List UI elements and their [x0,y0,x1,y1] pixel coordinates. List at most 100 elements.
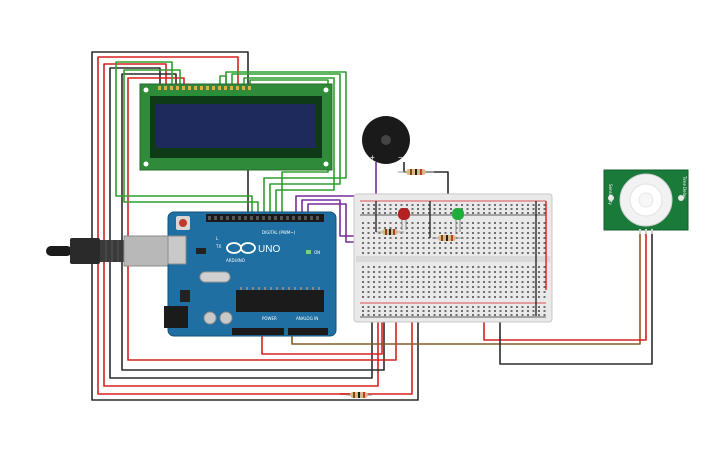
breadboard-hole[interactable] [527,252,529,254]
breadboard-hole[interactable] [373,306,375,308]
breadboard-hole[interactable] [483,310,485,312]
breadboard-hole[interactable] [472,314,474,316]
breadboard-hole[interactable] [477,286,480,288]
breadboard-hole[interactable] [400,266,403,268]
breadboard-hole[interactable] [428,281,430,283]
breadboard-hole[interactable] [527,266,529,268]
breadboard-hole[interactable] [516,242,518,244]
breadboard-hole[interactable] [411,314,414,316]
breadboard-hole[interactable] [499,237,502,239]
breadboard-hole[interactable] [461,271,463,273]
breadboard-hole[interactable] [516,232,518,234]
breadboard-hole[interactable] [494,232,496,234]
breadboard-hole[interactable] [466,252,469,254]
breadboard-hole[interactable] [373,212,375,214]
breadboard-hole[interactable] [395,291,397,293]
breadboard-hole[interactable] [472,204,474,206]
breadboard-hole[interactable] [433,266,436,268]
breadboard-hole[interactable] [444,252,447,254]
breadboard-hole[interactable] [400,306,403,308]
breadboard-hole[interactable] [499,276,502,278]
breadboard-hole[interactable] [395,252,397,254]
breadboard-hole[interactable] [483,271,485,273]
breadboard-hole[interactable] [395,271,397,273]
breadboard-hole[interactable] [505,242,507,244]
breadboard-hole[interactable] [516,271,518,273]
breadboard-hole[interactable] [389,271,392,273]
breadboard-hole[interactable] [450,242,452,244]
breadboard-hole[interactable] [384,281,386,283]
breadboard-hole[interactable] [406,247,408,249]
breadboard-hole[interactable] [367,291,370,293]
breadboard-hole[interactable] [406,232,408,234]
breadboard-hole[interactable] [395,286,397,288]
breadboard-hole[interactable] [461,222,463,224]
breadboard-hole[interactable] [400,310,403,312]
breadboard-hole[interactable] [455,276,458,278]
breadboard-hole[interactable] [532,266,535,268]
breadboard-hole[interactable] [378,247,381,249]
breadboard-hole[interactable] [472,247,474,249]
breadboard-hole[interactable] [444,208,447,210]
breadboard-hole[interactable] [444,291,447,293]
breadboard-hole[interactable] [367,247,370,249]
breadboard-hole[interactable] [406,271,408,273]
breadboard-hole[interactable] [466,204,469,206]
breadboard-hole[interactable] [532,291,535,293]
breadboard-hole[interactable] [494,222,496,224]
breadboard-hole[interactable] [499,204,502,206]
breadboard-hole[interactable] [466,222,469,224]
breadboard-hole[interactable] [455,271,458,273]
breadboard-hole[interactable] [411,276,414,278]
breadboard-hole[interactable] [395,247,397,249]
breadboard-hole[interactable] [466,237,469,239]
wire-red[interactable] [483,232,647,341]
breadboard-hole[interactable] [389,252,392,254]
breadboard-hole[interactable] [417,232,419,234]
breadboard-hole[interactable] [510,227,513,229]
breadboard-hole[interactable] [422,271,425,273]
breadboard-hole[interactable] [505,310,507,312]
breadboard-hole[interactable] [400,286,403,288]
breadboard-hole[interactable] [527,247,529,249]
breadboard-hole[interactable] [483,212,485,214]
breadboard-hole[interactable] [472,286,474,288]
breadboard-hole[interactable] [510,252,513,254]
breadboard-hole[interactable] [488,281,491,283]
breadboard-hole[interactable] [538,306,540,308]
breadboard-hole[interactable] [455,204,458,206]
breadboard-hole[interactable] [411,208,414,210]
breadboard-hole[interactable] [472,266,474,268]
breadboard-hole[interactable] [494,227,496,229]
breadboard-hole[interactable] [516,204,518,206]
breadboard-hole[interactable] [400,291,403,293]
breadboard-hole[interactable] [505,237,507,239]
breadboard-hole[interactable] [505,232,507,234]
breadboard-hole[interactable] [477,227,480,229]
wire-red[interactable] [261,316,383,355]
breadboard-hole[interactable] [373,247,375,249]
breadboard-hole[interactable] [417,271,419,273]
breadboard-hole[interactable] [543,276,546,278]
breadboard-hole[interactable] [444,310,447,312]
breadboard-hole[interactable] [477,281,480,283]
breadboard-hole[interactable] [510,208,513,210]
breadboard-hole[interactable] [373,232,375,234]
resistor[interactable] [432,235,464,241]
breadboard-hole[interactable] [521,247,524,249]
breadboard-hole[interactable] [505,286,507,288]
breadboard-hole[interactable] [483,291,485,293]
breadboard-hole[interactable] [378,208,381,210]
breadboard-hole[interactable] [521,242,524,244]
breadboard-hole[interactable] [494,271,496,273]
breadboard-hole[interactable] [428,208,430,210]
breadboard-hole[interactable] [521,276,524,278]
breadboard-hole[interactable] [389,247,392,249]
breadboard-hole[interactable] [505,291,507,293]
breadboard-hole[interactable] [433,227,436,229]
breadboard-hole[interactable] [406,242,408,244]
breadboard-hole[interactable] [417,204,419,206]
breadboard-hole[interactable] [378,227,381,229]
breadboard-hole[interactable] [510,212,513,214]
breadboard-hole[interactable] [362,208,364,210]
